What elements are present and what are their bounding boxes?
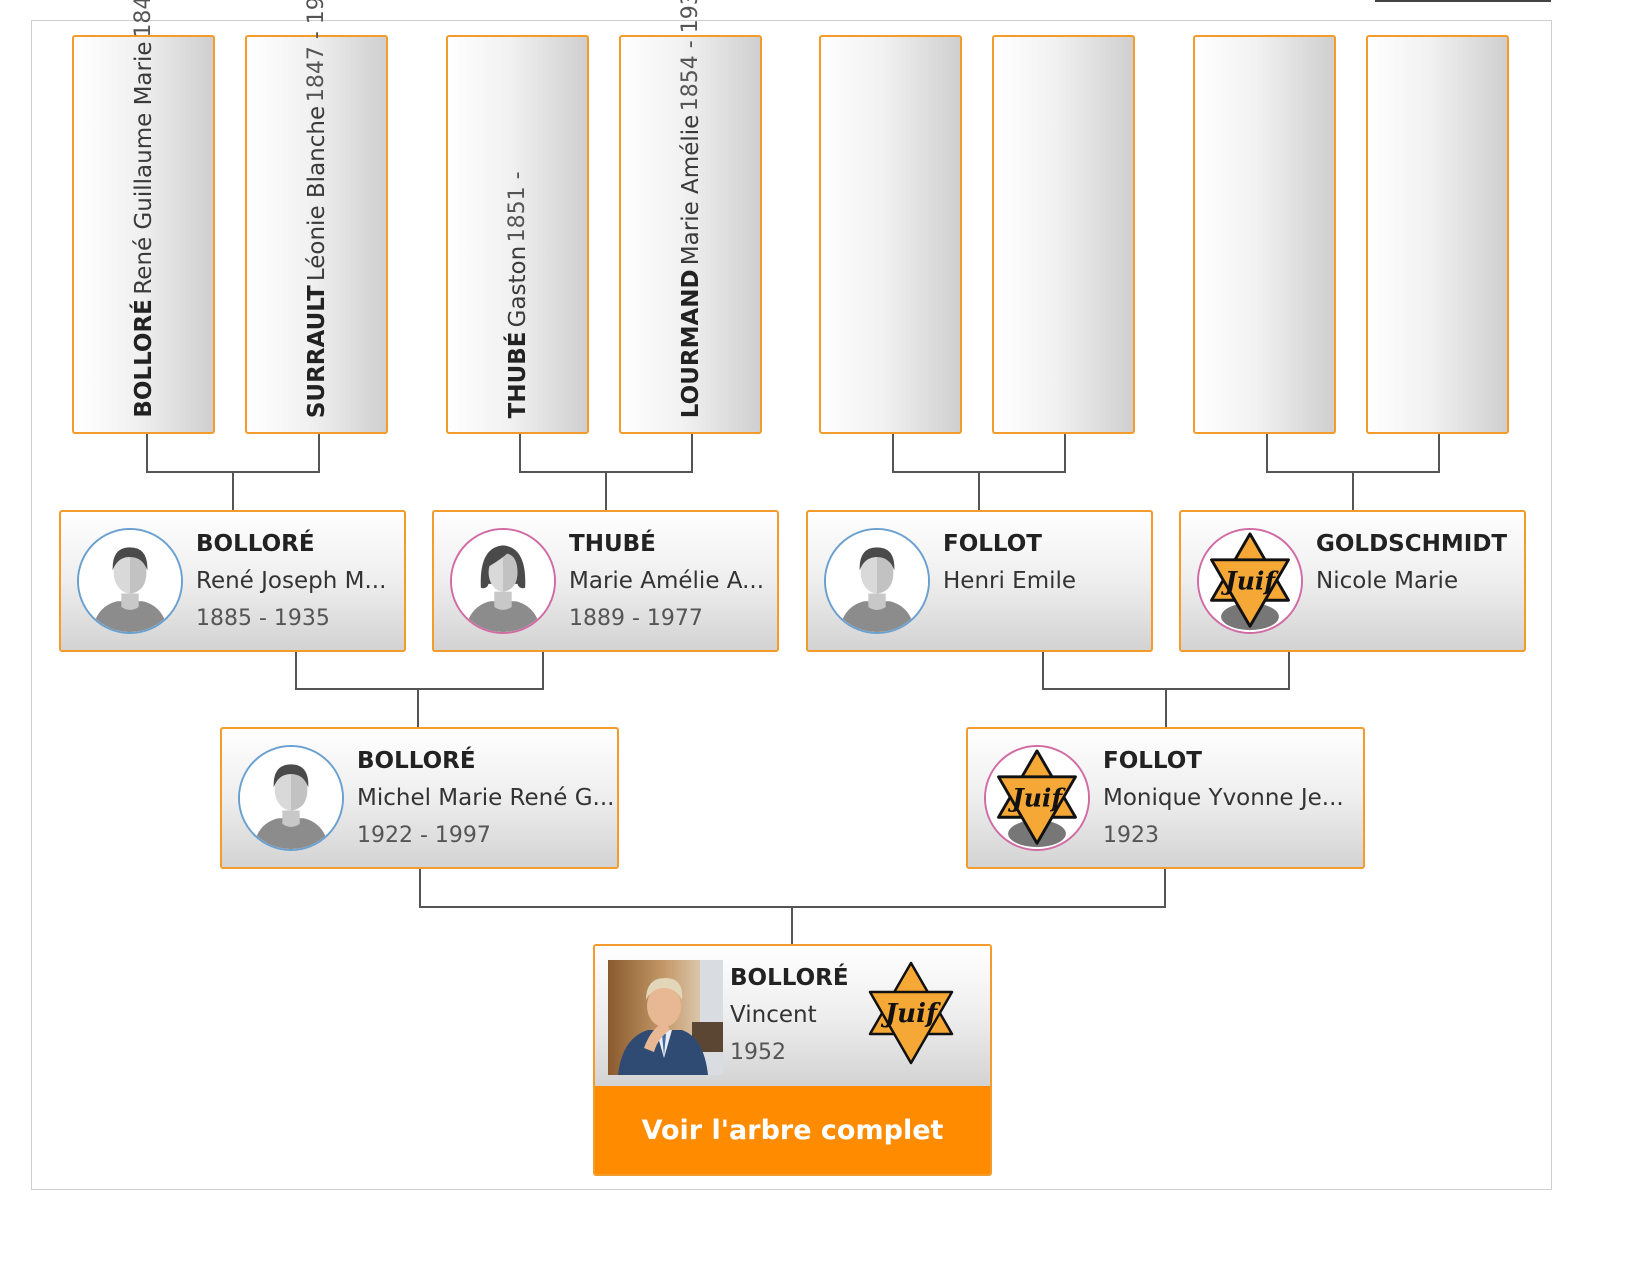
- person-card-grandparent-2[interactable]: THUBÉ Marie Amélie A... 1889 - 1977: [432, 510, 779, 652]
- female-avatar-icon: [450, 528, 556, 634]
- life-years: 1923: [1103, 823, 1159, 848]
- top-edge-line: [1375, 0, 1551, 2]
- first-name: Vincent: [730, 1002, 817, 1028]
- badge-text: Juif: [880, 999, 941, 1029]
- first-name: Nicole Marie: [1316, 568, 1459, 594]
- male-avatar-icon: [77, 528, 183, 634]
- person-card-grandparent-4[interactable]: GOLDSCHMIDT Nicole Marie: [1179, 510, 1526, 652]
- life-years: 1922 - 1997: [357, 823, 491, 848]
- person-card-root[interactable]: BOLLORÉ Vincent 1952 Juif Voir l'arbre c…: [593, 944, 992, 1176]
- first-name: Marie Amélie A...: [569, 568, 765, 594]
- first-name: Henri Emile: [943, 568, 1077, 594]
- person-card-great-grandparent-2[interactable]: SURRAULT Léonie Blanche 1847 - 1948: [245, 0, 388, 434]
- person-card-grandparent-1[interactable]: BOLLORÉ René Joseph M... 1885 - 1935: [59, 510, 406, 652]
- first-name: Monique Yvonne Je...: [1103, 785, 1344, 811]
- person-card-great-grandparent-5-empty[interactable]: [819, 35, 962, 434]
- person-card-great-grandparent-7-empty[interactable]: [1193, 35, 1336, 434]
- view-full-tree-button[interactable]: Voir l'arbre complet: [595, 1086, 990, 1174]
- person-card-great-grandparent-1[interactable]: BOLLORÉ René Guillaume Marie 1847 - 1904: [72, 0, 215, 434]
- star-badge-icon: [1197, 528, 1303, 634]
- person-card-great-grandparent-3[interactable]: THUBÉ Gaston 1851 -: [446, 35, 589, 434]
- person-card-grandparent-3[interactable]: FOLLOT Henri Emile: [806, 510, 1153, 652]
- first-name: René Guillaume Marie: [130, 42, 157, 296]
- surname: LOURMAND: [677, 269, 704, 418]
- first-name: Marie Amélie: [677, 114, 704, 266]
- person-card-great-grandparent-8-empty[interactable]: [1366, 35, 1509, 434]
- surname: THUBÉ: [569, 531, 656, 557]
- life-years: 1847 - 1904: [131, 0, 157, 38]
- star-badge-icon: [984, 745, 1090, 851]
- star-badge-icon: Juif: [863, 960, 959, 1066]
- surname: BOLLORÉ: [130, 299, 157, 418]
- life-years: 1851 -: [504, 170, 530, 242]
- person-card-father[interactable]: BOLLORÉ Michel Marie René G... 1922 - 19…: [220, 727, 619, 869]
- surname: GOLDSCHMIDT: [1316, 531, 1508, 557]
- life-years: 1847 - 1948: [303, 0, 329, 102]
- first-name: René Joseph M...: [196, 568, 387, 594]
- person-card-great-grandparent-4[interactable]: LOURMAND Marie Amélie 1854 - 1932: [619, 0, 762, 434]
- surname: FOLLOT: [943, 531, 1042, 557]
- male-avatar-icon: [238, 745, 344, 851]
- portrait-photo: [608, 960, 723, 1075]
- surname: THUBÉ: [504, 331, 531, 418]
- person-card-mother[interactable]: FOLLOT Monique Yvonne Je... 1923: [966, 727, 1365, 869]
- surname: BOLLORÉ: [357, 748, 476, 774]
- surname: FOLLOT: [1103, 748, 1202, 774]
- life-years: 1952: [730, 1040, 786, 1065]
- person-card-great-grandparent-6-empty[interactable]: [992, 35, 1135, 434]
- surname: SURRAULT: [303, 285, 330, 418]
- first-name: Gaston: [504, 245, 531, 328]
- male-avatar-icon: [824, 528, 930, 634]
- surname: BOLLORÉ: [196, 531, 315, 557]
- life-years: 1885 - 1935: [196, 606, 330, 631]
- first-name: Michel Marie René G...: [357, 785, 615, 811]
- first-name: Léonie Blanche: [303, 105, 330, 282]
- life-years: 1889 - 1977: [569, 606, 703, 631]
- life-years: 1854 - 1932: [677, 0, 703, 111]
- surname: BOLLORÉ: [730, 965, 849, 991]
